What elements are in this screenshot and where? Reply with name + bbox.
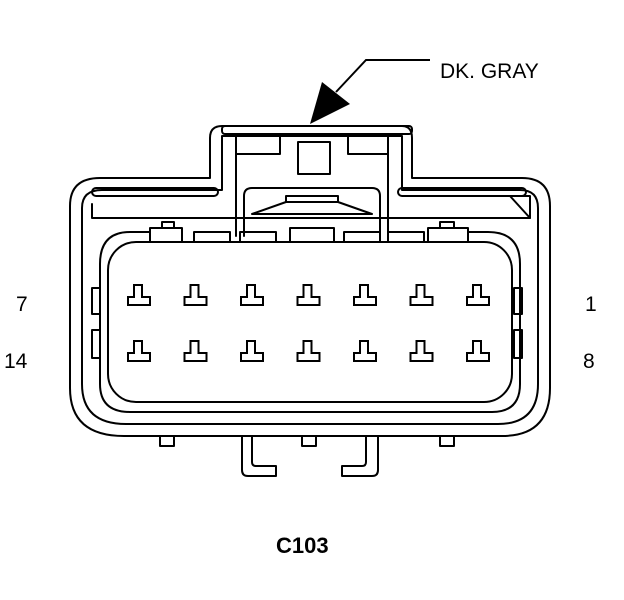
color-label: DK. GRAY (440, 60, 539, 83)
pin-label-14: 14 (4, 350, 28, 373)
pin-terminal-12 (240, 340, 264, 362)
pin-terminal-7 (127, 284, 151, 306)
pin-terminal-11 (296, 340, 321, 362)
pin-terminal-1 (466, 284, 490, 306)
latch-window (297, 141, 331, 175)
pin-terminal-10 (353, 340, 377, 362)
pin-terminals (127, 284, 490, 362)
right-key-lower (513, 329, 523, 359)
lock-latch-body (235, 135, 389, 237)
right-corner-key (509, 195, 531, 219)
left-key-upper (91, 287, 101, 315)
callout-leader-line (335, 59, 430, 93)
right-rail (397, 187, 527, 197)
pin-terminal-5 (240, 284, 264, 306)
latch-ramp (243, 187, 381, 237)
mating-face-band (99, 231, 521, 413)
top-tab (439, 221, 455, 229)
bottom-foot (439, 435, 455, 447)
pin-label-7: 7 (16, 293, 28, 316)
bottom-hook-right (341, 435, 379, 477)
pin-terminal-8 (466, 340, 490, 362)
pin-terminal-13 (183, 340, 208, 362)
left-rail (91, 187, 219, 197)
pin-terminal-6 (183, 284, 208, 306)
top-tab (387, 231, 425, 243)
pin-terminal-14 (127, 340, 151, 362)
top-tab (239, 231, 277, 243)
pin-terminal-2 (409, 284, 434, 306)
upper-guide-strip (91, 203, 531, 219)
top-tab (149, 227, 183, 243)
pin-terminal-3 (353, 284, 377, 306)
callout-arrowhead (310, 82, 350, 124)
top-tab (193, 231, 231, 243)
bottom-foot (301, 435, 317, 447)
pin-cavity (107, 241, 513, 403)
pin-terminal-4 (296, 284, 321, 306)
latch-ramp-face (251, 195, 373, 215)
left-key-lower (91, 329, 101, 359)
right-key-upper (513, 287, 523, 315)
top-tab (343, 231, 381, 243)
bottom-hook-left (241, 435, 277, 477)
top-tab (289, 227, 335, 243)
pin-label-1: 1 (585, 293, 597, 316)
bottom-foot (159, 435, 175, 447)
pin-terminal-9 (409, 340, 434, 362)
connector-housing-inner (81, 135, 539, 425)
lock-latch-bar (221, 125, 413, 135)
connector-housing-outer (69, 125, 551, 437)
pin-label-8: 8 (583, 350, 595, 373)
connector-id: C103 (276, 533, 329, 558)
top-tab (161, 221, 175, 229)
top-tab (427, 227, 469, 243)
